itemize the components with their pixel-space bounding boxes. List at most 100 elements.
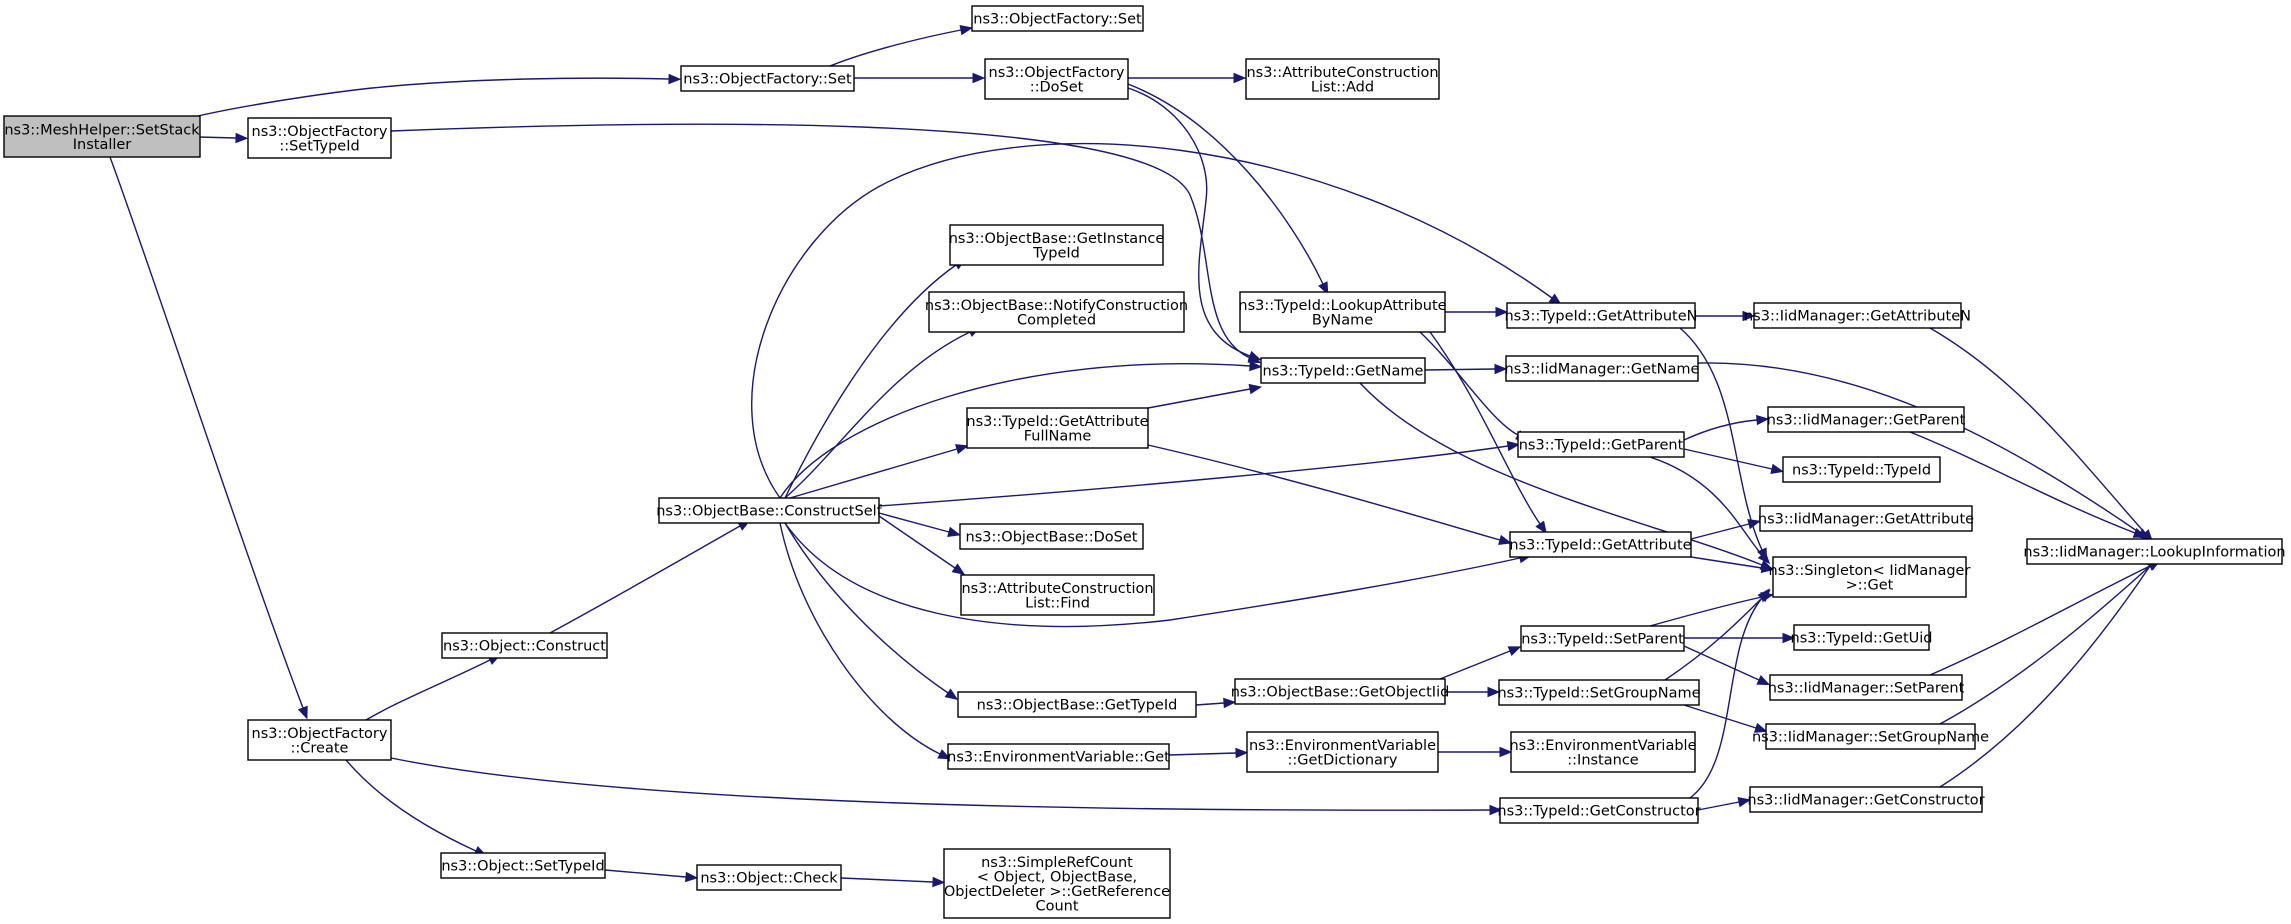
node-label-line: ns3::IidManager::LookupInformation (2023, 545, 2285, 561)
edge-line (1939, 565, 2151, 725)
node-iidGetAttrN[interactable]: ns3::IidManager::GetAttributeN (1744, 302, 1971, 329)
node-box (3, 115, 201, 158)
edge-line (1690, 556, 1763, 569)
node-label-line: ns3::EnvironmentVariable::Get (947, 750, 1170, 766)
node-envGetDict[interactable]: ns3::EnvironmentVariable::GetDictionary (1246, 731, 1439, 773)
node-label-line: ns3::MeshHelper::SetStack (4, 122, 200, 138)
edge-tidLookup-to-tidGetAttr (1429, 331, 1547, 535)
node-obNotify[interactable]: ns3::ObjectBase::NotifyConstructionCompl… (925, 291, 1188, 333)
edge-line (1359, 382, 1763, 566)
node-tidSetGroupName[interactable]: ns3::TypeId::SetGroupName (1497, 679, 1701, 706)
node-label-line: ns3::ObjectBase::DoSet (966, 530, 1138, 546)
edge-arrowhead (1247, 353, 1262, 364)
node-label-line: ns3::ObjectFactory (252, 726, 388, 742)
edge-arrowhead (955, 444, 969, 455)
node-obGetTypeId[interactable]: ns3::ObjectBase::GetTypeId (957, 691, 1197, 718)
node-ofCreate[interactable]: ns3::ObjectFactory::Create (247, 719, 392, 761)
edge-arrowhead (1489, 804, 1503, 816)
node-tidGetAttr[interactable]: ns3::TypeId::GetAttribute (1509, 531, 1692, 558)
node-iidSetParent[interactable]: ns3::IidManager::SetParent (1768, 674, 1965, 701)
edge-arrowhead (1223, 697, 1237, 709)
edge-obGetObjectIid-to-tidSetGroupName (1445, 686, 1501, 698)
node-iidGetName[interactable]: ns3::IidManager::GetName (1505, 355, 1700, 382)
node-singleton[interactable]: ns3::Singleton< IidManager >::Get (1769, 556, 1971, 598)
node-box (247, 719, 392, 761)
node-objSetTypeId[interactable]: ns3::Object::SetTypeId (440, 852, 606, 879)
node-iidLookupInfo[interactable]: ns3::IidManager::LookupInformation (2023, 538, 2286, 565)
edge-obConstructSelf-to-envGet (779, 522, 952, 760)
node-srcGetRef[interactable]: ns3::SimpleRefCount< Object, ObjectBase,… (943, 848, 1171, 919)
node-obConstructSelf[interactable]: ns3::ObjectBase::ConstructSelf (656, 497, 883, 524)
edge-line (604, 869, 687, 878)
edge-arrowhead (932, 876, 946, 888)
node-iidGetAttr[interactable]: ns3::IidManager::GetAttribute (1758, 505, 1974, 532)
node-box (1753, 302, 1962, 329)
edge-arrowhead (1507, 646, 1522, 657)
edge-tidGetParent-to-tidTypeId (1683, 448, 1785, 475)
node-ofSetTypeId[interactable]: ns3::ObjectFactory::SetTypeId (247, 117, 392, 159)
node-box (1245, 58, 1440, 100)
node-box (696, 864, 842, 891)
call-graph-nodes: ns3::MeshHelper::SetStackInstallerns3::O… (3, 5, 2286, 919)
edge-objConstruct-to-obConstructSelf (549, 519, 751, 634)
node-iidGetCtor[interactable]: ns3::IidManager::GetConstructor (1747, 786, 1985, 813)
edge-line (1683, 704, 1757, 729)
edge-ofSet1-to-ofSet2 (829, 24, 974, 67)
node-envInstance[interactable]: ns3::EnvironmentVariable::Instance (1509, 731, 1697, 773)
node-box (1767, 406, 1965, 433)
edge-arrowhead (1249, 360, 1263, 372)
edge-line (878, 512, 950, 533)
node-box (960, 574, 1155, 616)
node-box (658, 497, 880, 524)
node-box (1260, 357, 1426, 384)
node-iidGetParent[interactable]: ns3::IidManager::GetParent (1767, 406, 1966, 433)
edge-arrowhead (959, 24, 974, 36)
node-envGet[interactable]: ns3::EnvironmentVariable::Get (947, 743, 1170, 770)
node-objCheck[interactable]: ns3::Object::Check (696, 864, 842, 891)
node-objConstruct[interactable]: ns3::Object::Construct (441, 632, 608, 659)
edge-arrowhead (1747, 519, 1761, 530)
node-label-line: ns3::AttributeConstruction (1246, 65, 1438, 81)
node-tidGetName[interactable]: ns3::TypeId::GetName (1260, 357, 1426, 384)
node-tidGetParent[interactable]: ns3::TypeId::GetParent (1517, 431, 1685, 458)
edge-line (784, 522, 1521, 628)
edge-obConstructSelf-to-obNotify (784, 326, 982, 499)
node-ofDoSet[interactable]: ns3::ObjectFactory::DoSet (984, 58, 1129, 100)
edge-tidGetAttrN-to-iidGetAttrN (1695, 310, 1756, 322)
node-box (943, 848, 1171, 919)
edge-line (1147, 388, 1251, 409)
edge-arrowhead (1495, 306, 1509, 318)
node-tidGetUid[interactable]: ns3::TypeId::GetUid (1791, 624, 1933, 651)
node-iidSetGroupName[interactable]: ns3::IidManager::SetGroupName (1752, 723, 1989, 750)
edge-arrowhead (1487, 686, 1501, 698)
node-tidGetCtor[interactable]: ns3::TypeId::GetConstructor (1497, 797, 1701, 824)
node-tidGetAttrN[interactable]: ns3::TypeId::GetAttributeN (1504, 302, 1698, 329)
node-tidSetParent[interactable]: ns3::TypeId::SetParent (1520, 625, 1685, 652)
edge-line (109, 156, 304, 709)
edge-arrowhead (1506, 440, 1521, 452)
node-obGetObjectIid[interactable]: ns3::ObjectBase::GetObjectIid (1231, 678, 1450, 705)
edge-line (1929, 565, 2151, 676)
node-box (1782, 456, 1941, 483)
edge-arrowhead (1757, 588, 1770, 602)
node-ofSet1[interactable]: ns3::ObjectFactory::Set (680, 65, 855, 92)
node-label-line: ns3::ObjectBase::NotifyConstruction (925, 298, 1188, 314)
edge-arrowhead (235, 132, 249, 144)
edge-tidGetAttrFull-to-tidGetName (1147, 383, 1263, 409)
node-box (1505, 355, 1699, 382)
node-ofSet2[interactable]: ns3::ObjectFactory::Set (971, 5, 1144, 32)
node-box (1246, 731, 1439, 773)
node-label-line: ns3::TypeId::SetParent (1521, 632, 1684, 648)
edge-ofCreate-to-objSetTypeId (345, 759, 488, 857)
edge-line (1683, 448, 1773, 470)
node-obDoSet[interactable]: ns3::ObjectBase::DoSet (959, 523, 1144, 550)
node-tidTypeId[interactable]: ns3::TypeId::TypeId (1782, 456, 1941, 483)
edge-line (840, 877, 934, 883)
node-label-line: ns3::IidManager::GetAttributeN (1744, 309, 1971, 325)
